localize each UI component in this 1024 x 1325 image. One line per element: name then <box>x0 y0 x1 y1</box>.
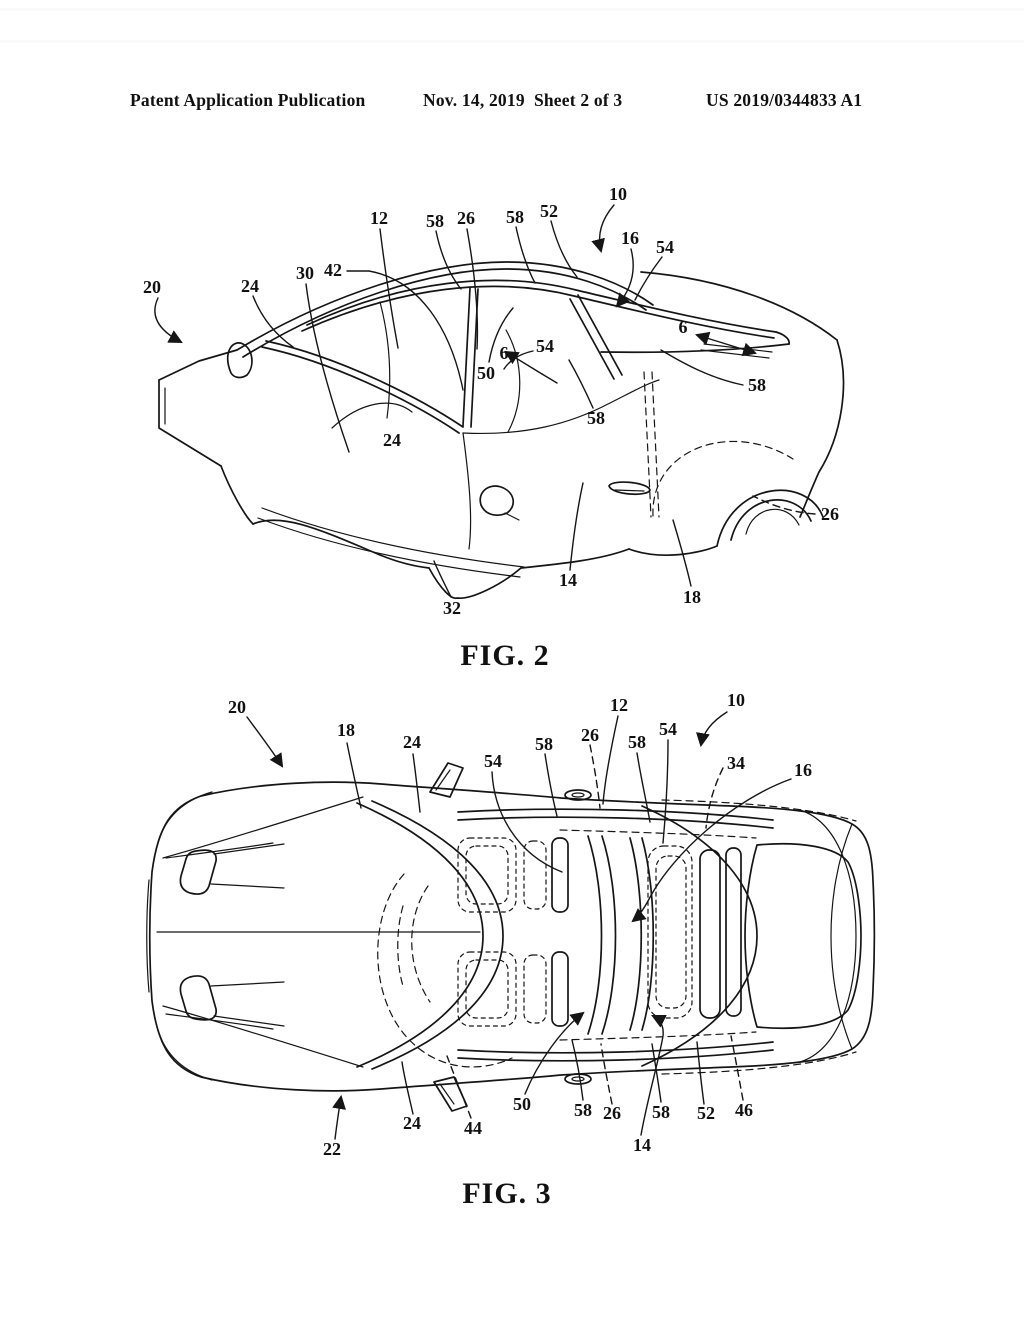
ref-numeral-58: 58 <box>652 1102 670 1122</box>
ref-numeral-24: 24 <box>403 732 421 752</box>
ref-numeral-52: 52 <box>697 1103 715 1123</box>
ref-numeral-58: 58 <box>574 1100 592 1120</box>
ref-numeral-12: 12 <box>610 695 628 715</box>
ref-numeral-50: 50 <box>477 363 495 383</box>
ref-numeral-18: 18 <box>337 720 355 740</box>
ref-numeral-58: 58 <box>426 211 444 231</box>
fig3-caption: FIG. 3 <box>462 1177 552 1210</box>
ref-numeral-14: 14 <box>633 1135 651 1155</box>
ref-numeral-54: 54 <box>484 751 502 771</box>
ref-numeral-34: 34 <box>727 753 745 773</box>
ref-numeral-26: 26 <box>821 504 839 524</box>
ref-numeral-22: 22 <box>323 1139 341 1159</box>
ref-numeral-24: 24 <box>241 276 259 296</box>
ref-numeral-16: 16 <box>794 760 812 780</box>
ref-numeral-58: 58 <box>748 375 766 395</box>
ref-numeral-54: 54 <box>536 336 554 356</box>
ref-numeral-58: 58 <box>587 408 605 428</box>
ref-numeral-30: 30 <box>296 263 314 283</box>
ref-numeral-52: 52 <box>540 201 558 221</box>
header-publication-type: Patent Application Publication <box>130 90 366 110</box>
ref-numeral-10: 10 <box>609 184 627 204</box>
figure-3-drawing <box>146 711 876 1140</box>
ref-numeral-20: 20 <box>143 277 161 297</box>
ref-numeral-26: 26 <box>457 208 475 228</box>
ref-numeral-46: 46 <box>735 1100 753 1120</box>
ref-numeral-6: 6 <box>678 317 688 337</box>
ref-numeral-10: 10 <box>727 690 745 710</box>
ref-numeral-58: 58 <box>628 732 646 752</box>
header-sheet: Sheet 2 of 3 <box>533 90 623 110</box>
ref-numeral-54: 54 <box>659 719 677 739</box>
ref-numeral-58: 58 <box>506 207 524 227</box>
ref-numeral-44: 44 <box>464 1118 482 1138</box>
ref-numeral-50: 50 <box>513 1094 531 1114</box>
ref-numeral-26: 26 <box>603 1103 621 1123</box>
fig2-caption: FIG. 2 <box>460 639 550 672</box>
ref-numeral-16: 16 <box>621 228 639 248</box>
ref-numeral-58: 58 <box>535 734 553 754</box>
header-date-sheet: Nov. 14, 2019 Sheet 2 of 3 <box>423 90 622 111</box>
ref-numeral-20: 20 <box>228 697 246 717</box>
ref-numeral-6: 6 <box>499 343 509 363</box>
ref-numeral-18: 18 <box>683 587 701 607</box>
figure-2-drawing <box>154 204 845 600</box>
ref-numeral-42: 42 <box>324 260 342 280</box>
ref-numeral-14: 14 <box>559 570 577 590</box>
header-date: Nov. 14, 2019 <box>423 90 525 110</box>
ref-numeral-12: 12 <box>370 208 388 228</box>
header-patent-number: US 2019/0344833 A1 <box>706 90 863 110</box>
ref-numeral-24: 24 <box>383 430 401 450</box>
ref-numeral-54: 54 <box>656 237 674 257</box>
ref-numeral-26: 26 <box>581 725 599 745</box>
ref-numeral-24: 24 <box>403 1113 421 1133</box>
ref-numeral-32: 32 <box>443 598 461 618</box>
